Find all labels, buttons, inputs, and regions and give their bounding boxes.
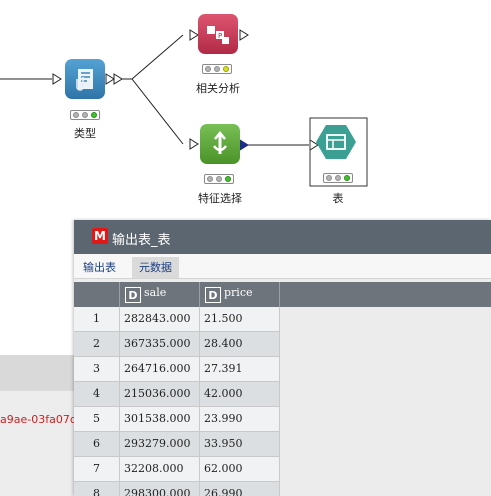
price-cell: 42.000 <box>200 382 280 407</box>
sale-cell: 264716.000 <box>120 357 200 382</box>
output-table-dialog: M 输出表_表 输出表 元数据 D sale D price 1 282843.… <box>74 220 491 496</box>
double-type-badge: D <box>205 287 221 303</box>
price-cell: 23.990 <box>200 407 280 432</box>
port-feature-in <box>189 138 199 150</box>
sale-cell: 293279.000 <box>120 432 200 457</box>
svg-text:P: P <box>218 32 222 40</box>
row-index: 6 <box>74 432 120 457</box>
table-node-selection-box <box>309 117 368 187</box>
row-index: 3 <box>74 357 120 382</box>
table-body: 1 282843.000 21.500 2 367335.000 28.400 … <box>74 307 280 496</box>
dialog-title: 输出表_表 <box>112 233 171 248</box>
table-row[interactable]: 7 32208.000 62.000 <box>74 457 280 482</box>
price-cell: 33.950 <box>200 432 280 457</box>
sale-cell: 367335.000 <box>120 332 200 357</box>
port-type-in <box>52 73 62 85</box>
row-index: 4 <box>74 382 120 407</box>
row-index: 5 <box>74 407 120 432</box>
correlation-node-label: 相关分析 <box>196 82 240 95</box>
price-cell: 26.990 <box>200 482 280 496</box>
feature-select-node[interactable] <box>200 124 240 164</box>
table-node[interactable] <box>316 122 356 162</box>
table-row[interactable]: 1 282843.000 21.500 <box>74 307 280 332</box>
port-type-out-2 <box>113 73 123 85</box>
feature-select-node-status-light <box>204 174 234 184</box>
port-type-out-1 <box>105 73 115 85</box>
dialog-tabs: 输出表 元数据 <box>74 254 491 279</box>
table-node-label: 表 <box>332 192 344 205</box>
index-column-header <box>74 282 120 307</box>
column-header-price[interactable]: D price <box>200 282 280 307</box>
table-row[interactable]: 2 367335.000 28.400 <box>74 332 280 357</box>
table-header: D sale D price <box>74 282 491 307</box>
dialog-title-bar[interactable]: M 输出表_表 <box>74 220 491 254</box>
column-name: sale <box>144 286 167 299</box>
tab-output-table[interactable]: 输出表 <box>76 257 123 278</box>
table-row[interactable]: 5 301538.000 23.990 <box>74 407 280 432</box>
tab-metadata[interactable]: 元数据 <box>132 257 179 278</box>
background-panel-header <box>0 355 78 391</box>
port-correlation-in <box>189 29 199 41</box>
table-node-status-light <box>323 173 353 183</box>
connector-ports <box>52 29 319 151</box>
price-cell: 27.391 <box>200 357 280 382</box>
table-row[interactable]: 4 215036.000 42.000 <box>74 382 280 407</box>
connector-lines <box>0 34 309 146</box>
price-cell: 21.500 <box>200 307 280 332</box>
background-panel <box>0 355 78 496</box>
row-index: 1 <box>74 307 120 332</box>
correlation-node-status-light <box>202 64 232 74</box>
connector-type-to-feature <box>121 78 184 145</box>
price-cell: 28.400 <box>200 332 280 357</box>
document-clip-icon <box>76 69 93 91</box>
connector-type-to-correlation <box>121 34 184 80</box>
row-index: 2 <box>74 332 120 357</box>
port-feature-out <box>239 139 249 151</box>
sale-cell: 32208.000 <box>120 457 200 482</box>
correlation-node[interactable]: P <box>198 14 238 54</box>
correlation-blocks-icon: P <box>207 26 229 44</box>
type-node[interactable] <box>65 59 105 99</box>
type-node-status-light <box>70 110 100 120</box>
port-correlation-out <box>239 29 249 41</box>
sale-cell: 298300.000 <box>120 482 200 496</box>
row-index: 8 <box>74 482 120 496</box>
price-cell: 62.000 <box>200 457 280 482</box>
column-name: price <box>224 286 253 299</box>
sale-cell: 215036.000 <box>120 382 200 407</box>
sale-cell: 301538.000 <box>120 407 200 432</box>
sale-cell: 282843.000 <box>120 307 200 332</box>
feature-select-node-label: 特征选择 <box>198 192 242 205</box>
column-header-sale[interactable]: D sale <box>120 282 200 307</box>
background-id-text: a9ae-03fa07c <box>0 413 76 426</box>
table-hexagon-icon <box>316 125 356 159</box>
type-node-label: 类型 <box>74 127 96 140</box>
table-row[interactable]: 6 293279.000 33.950 <box>74 432 280 457</box>
double-type-badge: D <box>125 287 141 303</box>
feature-select-arrows-icon <box>213 131 227 154</box>
app-logo-icon: M <box>92 228 108 244</box>
row-index: 7 <box>74 457 120 482</box>
table-row[interactable]: 3 264716.000 27.391 <box>74 357 280 382</box>
table-row[interactable]: 8 298300.000 26.990 <box>74 482 280 496</box>
